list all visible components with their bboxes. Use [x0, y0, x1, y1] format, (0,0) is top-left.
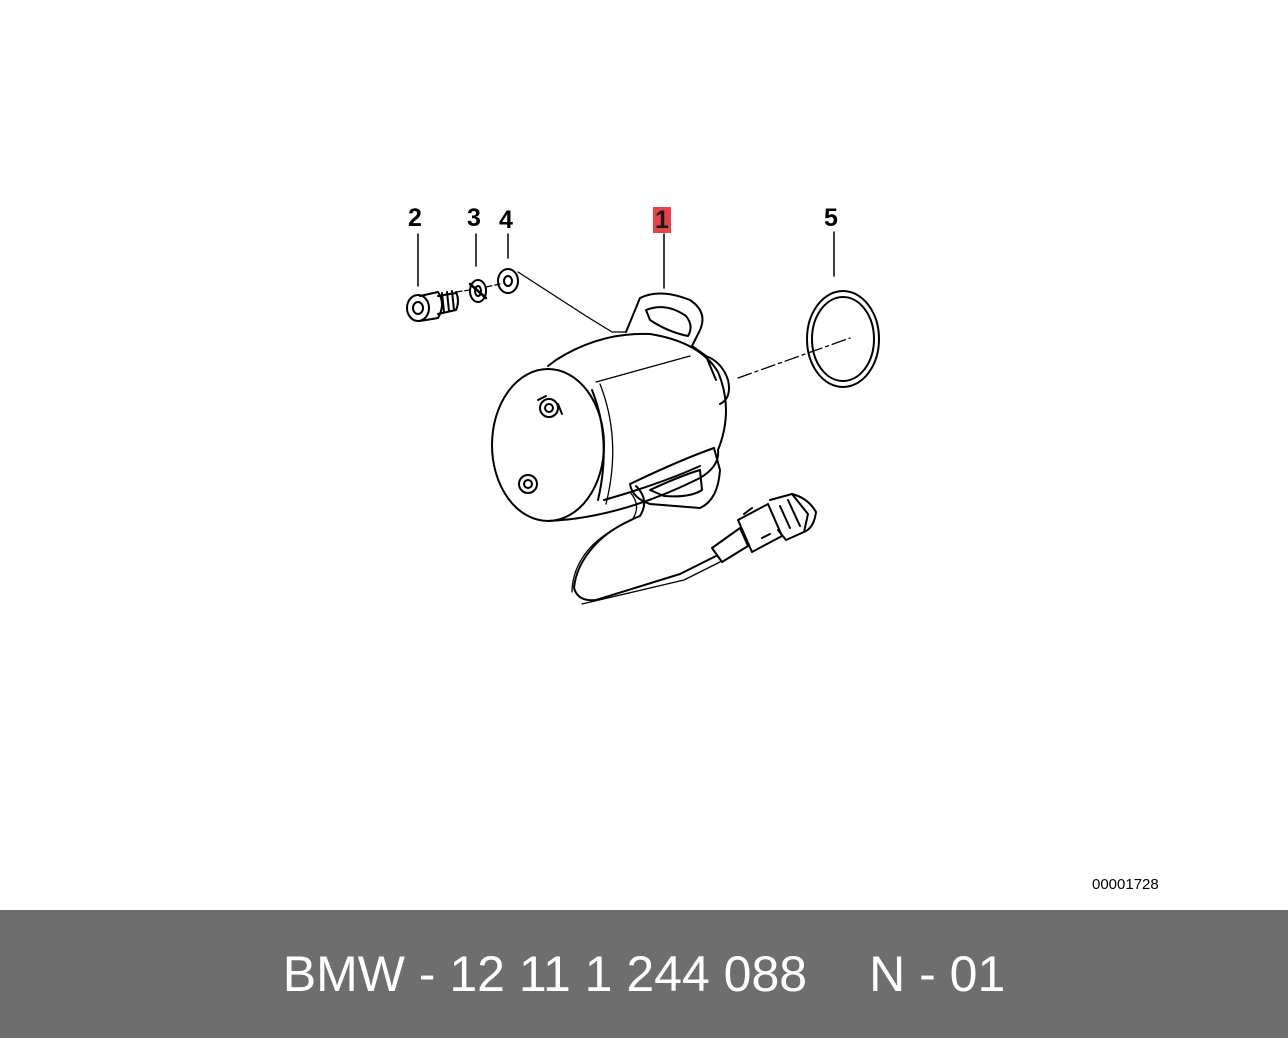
washer-icon [497, 268, 519, 294]
ignition-coil-icon [491, 292, 817, 605]
callout-part-3[interactable]: 3 [467, 204, 481, 232]
footer-brand-part: BMW - 12 11 1 244 088 [282, 946, 808, 1002]
exploded-view-drawing [406, 231, 880, 605]
screw-icon [406, 290, 459, 322]
lock-washer-icon [468, 279, 488, 303]
footer-bar: BMW - 12 11 1 244 088 N - 01 [0, 910, 1288, 1038]
callout-part-1[interactable]: 1 [653, 206, 671, 234]
drawing-number: 00001728 [1092, 876, 1159, 893]
callout-part-2[interactable]: 2 [408, 204, 422, 232]
o-ring-icon [806, 290, 880, 388]
leader-lines [417, 231, 835, 289]
callout-part-4[interactable]: 4 [499, 206, 513, 234]
footer-part-number: BMW - 12 11 1 244 088 N - 01 [0, 910, 1288, 1038]
footer-variant: N - 01 [869, 946, 1006, 1002]
callout-part-5[interactable]: 5 [824, 204, 838, 232]
parts-diagram: 2 3 4 1 5 00001728 [406, 204, 1159, 893]
